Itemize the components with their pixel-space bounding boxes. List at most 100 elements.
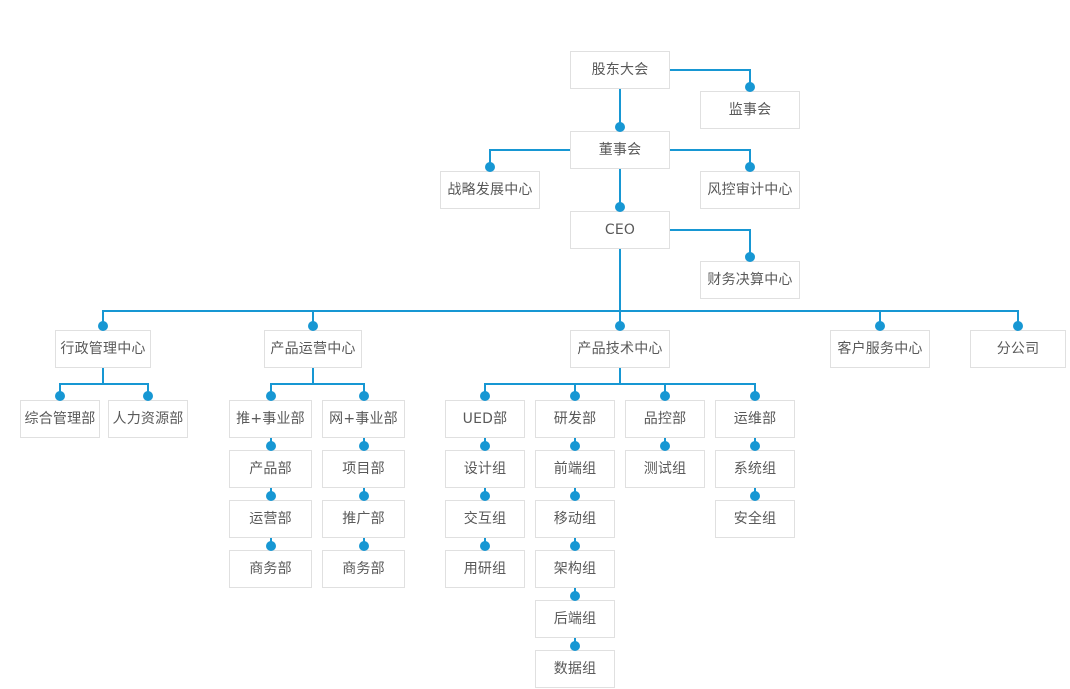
connector-dot xyxy=(1013,321,1023,331)
connector-line xyxy=(619,310,621,327)
org-node-supervisory: 监事会 xyxy=(700,91,800,129)
org-node-mobile: 移动组 xyxy=(535,500,615,538)
connector-line xyxy=(59,383,149,385)
org-node-ops: 产品运营中心 xyxy=(264,330,362,368)
org-node-product: 产品部 xyxy=(229,450,312,488)
connector-dot xyxy=(55,391,65,401)
connector-line xyxy=(489,149,491,168)
connector-dot xyxy=(265,391,276,401)
org-node-strategy: 战略发展中心 xyxy=(440,171,540,209)
org-node-general: 综合管理部 xyxy=(20,400,100,438)
connector-line xyxy=(669,69,751,71)
connector-line xyxy=(59,383,61,397)
org-node-wang: 网+事业部 xyxy=(322,400,405,438)
org-node-system: 系统组 xyxy=(715,450,795,488)
connector-dot xyxy=(480,491,490,501)
org-node-backend: 后端组 xyxy=(535,600,615,638)
connector-dot xyxy=(358,541,369,551)
connector-dot xyxy=(570,641,580,651)
connector-dot xyxy=(750,441,760,451)
connector-dot xyxy=(750,391,760,401)
connector-line xyxy=(362,383,365,397)
connector-dot xyxy=(745,162,755,172)
connector-dot xyxy=(660,441,670,451)
connector-dot xyxy=(570,541,580,551)
connector-line xyxy=(102,310,1019,312)
org-node-business_wang: 商务部 xyxy=(322,550,405,588)
org-node-tech: 产品技术中心 xyxy=(570,330,670,368)
connector-dot xyxy=(875,321,885,331)
connector-line xyxy=(664,383,666,397)
org-node-operation: 运营部 xyxy=(229,500,312,538)
connector-dot xyxy=(615,321,625,331)
connector-line xyxy=(669,229,751,231)
connector-line xyxy=(754,383,756,397)
org-node-finance: 财务决算中心 xyxy=(700,261,800,299)
connector-dot xyxy=(265,491,276,501)
connector-line xyxy=(619,89,621,128)
connector-dot xyxy=(750,491,760,501)
org-node-ued: UED部 xyxy=(445,400,525,438)
org-node-branch: 分公司 xyxy=(970,330,1066,368)
connector-line xyxy=(269,383,365,385)
connector-dot xyxy=(358,491,369,501)
connector-line xyxy=(619,249,621,312)
connector-line xyxy=(489,149,571,151)
connector-dot xyxy=(98,321,108,331)
connector-line xyxy=(1017,310,1019,327)
org-node-risk: 风控审计中心 xyxy=(700,171,800,209)
connector-line xyxy=(879,310,881,327)
connector-dot xyxy=(358,391,369,401)
connector-line xyxy=(619,169,621,208)
connector-line xyxy=(484,383,756,385)
connector-dot xyxy=(358,441,369,451)
connector-line xyxy=(574,383,576,397)
org-node-om: 运维部 xyxy=(715,400,795,438)
connector-line xyxy=(749,229,751,258)
org-node-service: 客户服务中心 xyxy=(830,330,930,368)
org-node-shareholders: 股东大会 xyxy=(570,51,670,89)
org-node-board: 董事会 xyxy=(570,131,670,169)
connector-dot xyxy=(660,391,670,401)
connector-line xyxy=(102,310,104,327)
org-node-admin: 行政管理中心 xyxy=(55,330,151,368)
org-node-ceo: CEO xyxy=(570,211,670,249)
connector-dot xyxy=(615,122,625,132)
org-node-tui: 推+事业部 xyxy=(229,400,312,438)
org-node-research: 用研组 xyxy=(445,550,525,588)
connector-line xyxy=(312,310,314,327)
connector-dot xyxy=(745,252,755,262)
connector-line xyxy=(749,149,751,168)
connector-line xyxy=(484,383,486,397)
connector-dot xyxy=(143,391,153,401)
org-node-interaction: 交互组 xyxy=(445,500,525,538)
connector-dot xyxy=(570,391,580,401)
org-node-project: 项目部 xyxy=(322,450,405,488)
org-node-rd: 研发部 xyxy=(535,400,615,438)
org-node-arch: 架构组 xyxy=(535,550,615,588)
connector-line xyxy=(312,368,314,385)
connector-dot xyxy=(570,441,580,451)
connector-line xyxy=(147,383,149,397)
connector-dot xyxy=(480,391,490,401)
connector-dot xyxy=(615,202,625,212)
org-node-design: 设计组 xyxy=(445,450,525,488)
connector-dot xyxy=(480,541,490,551)
org-node-qc: 品控部 xyxy=(625,400,705,438)
connector-dot xyxy=(480,441,490,451)
org-node-business_tui: 商务部 xyxy=(229,550,312,588)
connector-dot xyxy=(308,321,318,331)
connector-dot xyxy=(265,441,276,451)
connector-dot xyxy=(745,82,755,92)
connector-dot xyxy=(570,591,580,601)
connector-line xyxy=(749,69,751,88)
connector-line xyxy=(619,368,621,385)
org-node-test: 测试组 xyxy=(625,450,705,488)
connector-line xyxy=(102,368,104,385)
org-node-hr: 人力资源部 xyxy=(108,400,188,438)
connector-line xyxy=(669,149,751,151)
connector-line xyxy=(269,383,272,397)
connector-dot xyxy=(570,491,580,501)
connector-dot xyxy=(485,162,495,172)
